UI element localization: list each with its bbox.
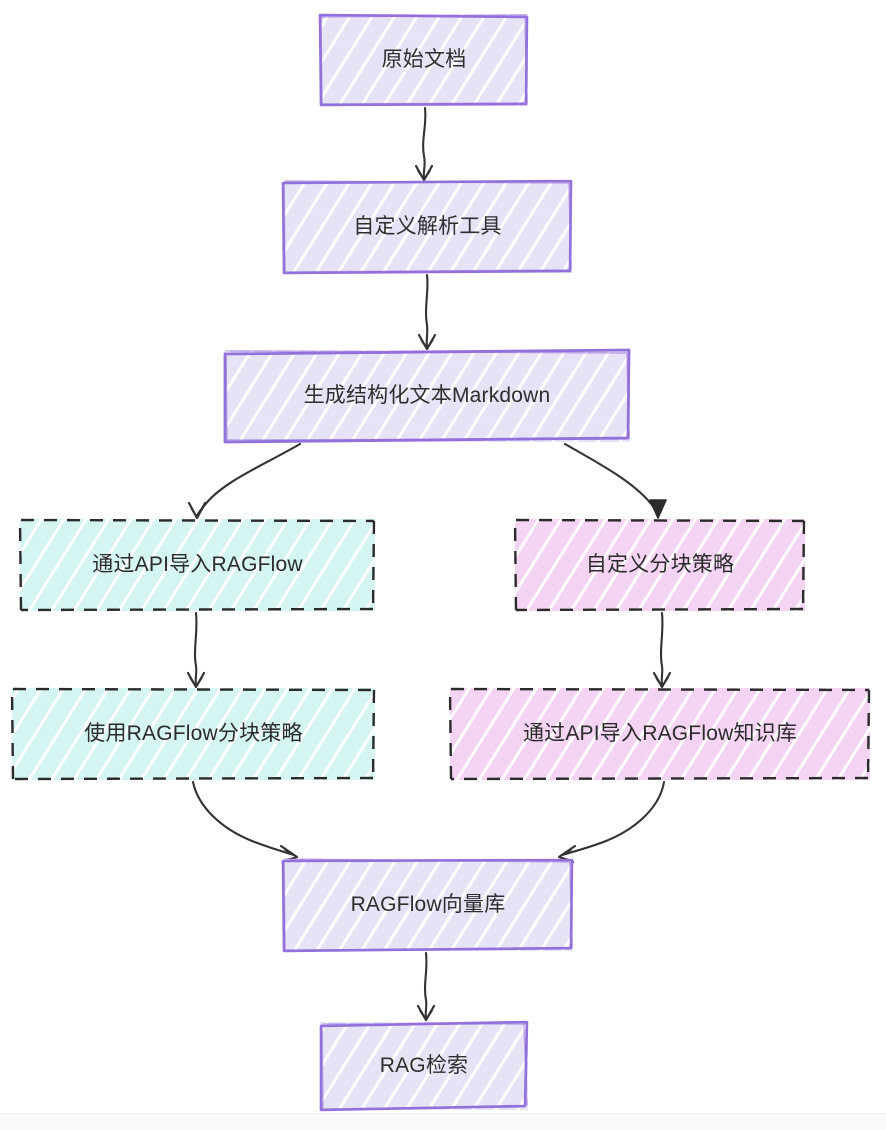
edge-n4-n6	[186, 611, 206, 689]
node-label: 生成结构化文本Markdown	[303, 383, 551, 407]
node-label: RAGFlow向量库	[350, 892, 506, 916]
edge-n8-n9	[416, 951, 436, 1022]
node-rag-retrieval[interactable]: RAG检索	[319, 1020, 529, 1112]
node-label: 原始文档	[381, 47, 467, 71]
edge-n2-n3	[417, 273, 437, 351]
node-label: 通过API导入RAGFlow知识库	[522, 721, 798, 745]
node-label: RAG检索	[379, 1053, 469, 1077]
edge-n6-n8	[191, 780, 299, 864]
node-custom-parsing-tool[interactable]: 自定义解析工具	[281, 179, 573, 275]
node-ragflow-vector-store[interactable]: RAGFlow向量库	[281, 858, 574, 953]
node-original-document[interactable]: 原始文档	[318, 13, 529, 107]
node-import-via-api-ragflow-knowledge-base[interactable]: 通过API导入RAGFlow知识库	[448, 687, 871, 781]
edge-n1-n2	[414, 106, 434, 182]
node-label: 自定义解析工具	[353, 214, 502, 238]
edge-n5-n7	[652, 611, 672, 689]
node-import-via-api-ragflow[interactable]: 通过API导入RAGFlow	[18, 518, 376, 612]
node-label: 通过API导入RAGFlow	[92, 552, 303, 576]
node-use-ragflow-chunking-strategy[interactable]: 使用RAGFlow分块策略	[10, 687, 376, 781]
node-generate-structured-markdown[interactable]: 生成结构化文本Markdown	[223, 348, 631, 444]
node-label: 使用RAGFlow分块策略	[84, 721, 303, 745]
edge-n3-n4	[187, 442, 302, 520]
edge-n3-n5	[563, 442, 667, 519]
node-custom-chunking-strategy[interactable]: 自定义分块策略	[513, 518, 806, 612]
edge-n7-n8	[557, 780, 666, 864]
node-label: 自定义分块策略	[585, 552, 735, 576]
canvas-bottom-strip	[0, 1113, 886, 1130]
